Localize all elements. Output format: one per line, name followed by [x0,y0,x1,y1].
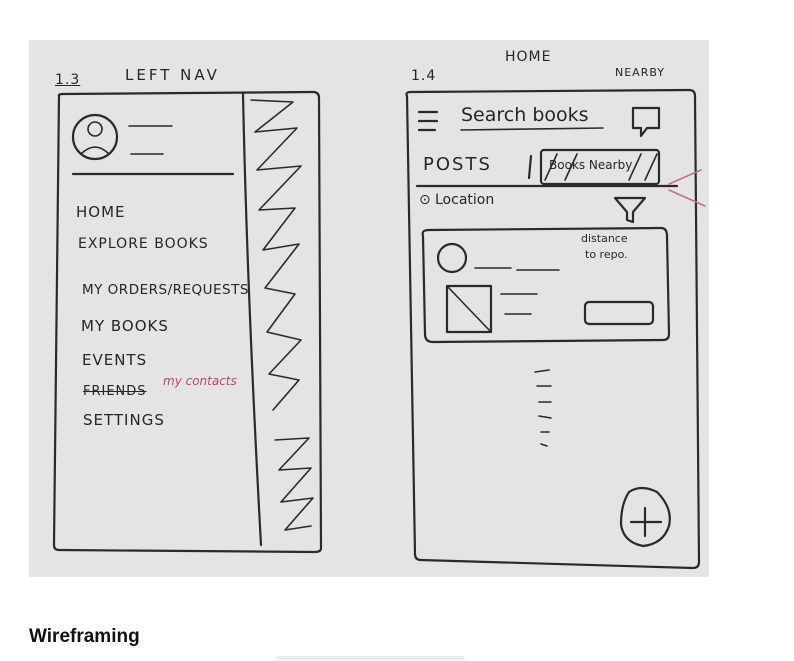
nav-item-home: HOME [76,203,126,221]
scroll-indicator [275,656,465,660]
nav-item-explore-books: EXPLORE BOOKS [78,236,209,252]
tab-divider [527,154,533,180]
left-scribble [274,437,314,531]
tab-posts: POSTS [423,154,492,175]
nav-annotation: my contacts [163,374,237,388]
right-sketch-number: 1.4 [411,68,437,84]
nav-item-my-orders: MY ORDERS/REQUESTS [82,282,249,298]
post-card [421,226,671,344]
feed-continuation [534,369,552,447]
nav-item-settings: SETTINGS [83,411,165,429]
location-pin-icon: ⊙ [419,192,432,208]
card-action-button [583,300,655,326]
card-image-icon [445,284,493,334]
location-label: Location [435,192,495,208]
nav-item-friends: FRIENDS [83,384,147,399]
card-note-line2: to repo. [585,248,628,261]
left-scribble [250,99,302,411]
search-books-label: Search books [461,104,589,126]
sketch-lines [52,88,706,570]
left-sketch-number: 1.3 [55,72,81,88]
filter-icon [613,196,647,224]
right-phone-frame [405,88,701,570]
books-nearby-tab-box [539,148,661,186]
left-sketch-title: LEFT NAV [125,66,220,84]
figure-caption: Wireframing [29,626,140,647]
nav-item-my-books: MY BOOKS [81,317,169,335]
right-sketch-corner-label: NEARBY [615,66,666,79]
left-nav-divider [241,92,263,547]
add-fab-icon [619,486,671,548]
nav-item-events: EVENTS [82,351,148,369]
search-underline [460,127,604,131]
card-avatar-icon [436,242,468,274]
right-sketch-top-label: HOME [505,49,552,65]
card-note-line1: distance [581,232,628,245]
tab-books-nearby: Books Nearby [549,158,633,172]
wireframe-photo: 1.3 LEFT NAV HOME EXPLORE BOOKS MY ORDER… [29,40,709,577]
left-phone-frame [52,90,323,554]
chat-icon [631,106,661,138]
left-avatar-icon [71,113,119,161]
